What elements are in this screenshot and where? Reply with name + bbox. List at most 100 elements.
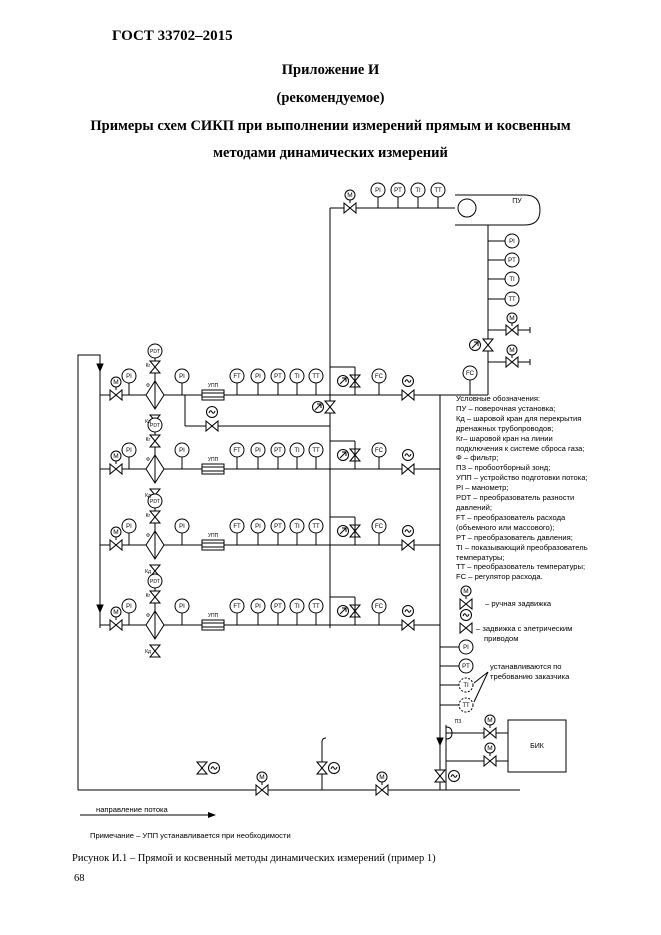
instrument-pt-icon	[270, 518, 286, 534]
instrument-pi-icon	[121, 598, 137, 614]
instrument-pi-icon	[250, 518, 266, 534]
figure-caption: Рисунок И.1 – Прямой и косвенный методы …	[72, 853, 436, 864]
valve-icon	[505, 323, 519, 337]
motor-label: M	[259, 774, 264, 781]
instrument-label: PI	[255, 604, 261, 610]
instrument-label: PT	[274, 604, 282, 610]
standard-number: ГОСТ 33702–2015	[112, 28, 233, 44]
valve-icon	[343, 201, 357, 215]
instrument-ti-icon	[289, 518, 305, 534]
valve-icon	[148, 590, 162, 604]
motor-label: M	[463, 588, 468, 595]
valve-icon	[401, 388, 415, 402]
pdt-label: PDT	[150, 349, 160, 355]
valve-icon	[401, 618, 415, 632]
instrument-fc-icon	[371, 368, 387, 384]
instrument-label: FT	[233, 604, 241, 610]
instrument-label: TT	[312, 604, 320, 610]
optional-note-2: требованию заказчика	[490, 672, 570, 681]
motor-label: M	[113, 609, 118, 616]
instrument-tt-icon	[504, 291, 520, 307]
instrument-tt-icon	[458, 697, 474, 713]
instrument-tt-icon	[308, 368, 324, 384]
motor-label: M	[347, 192, 352, 199]
instrument-label: FC	[375, 448, 384, 454]
flow-direction-label: направление потока	[96, 805, 168, 814]
legend-electric-valve-text-1: – задвижка с элетрическим	[476, 624, 573, 633]
instrument-label: PI	[179, 374, 185, 380]
motor-label: M	[487, 745, 492, 752]
legend: Условные обозначения: ПУ – поверочная ус…	[456, 394, 656, 582]
valve-icon	[483, 726, 497, 740]
phi-label: Ф	[146, 533, 150, 539]
kd-label: Кд	[145, 419, 151, 425]
motor-label: M	[113, 529, 118, 536]
regulator-mark-icon	[339, 527, 347, 535]
instrument-ti-icon	[504, 271, 520, 287]
instrument-label: FT	[233, 374, 241, 380]
upp-label: УПП	[208, 613, 219, 619]
valve-icon	[255, 783, 269, 797]
instrument-label: PT	[462, 664, 470, 670]
phi-label: Ф	[146, 383, 150, 389]
instrument-pt-icon	[504, 252, 520, 268]
motor-label: M	[113, 379, 118, 386]
upp-icon	[201, 389, 225, 401]
instrument-fc-icon	[371, 518, 387, 534]
instrument-label: PT	[274, 374, 282, 380]
legend-line: TT – преобразователь температуры;	[456, 562, 586, 572]
instrument-pi-icon	[174, 598, 190, 614]
pdt-label: PDT	[150, 579, 160, 585]
valve-icon	[401, 538, 415, 552]
tilde-icon	[404, 379, 412, 383]
valve-icon	[459, 597, 473, 611]
instrument-label: TT	[508, 297, 516, 303]
legend-line: PT – преобразователь давления;	[456, 532, 573, 542]
legend-line: ПЗ – пробоотборный зонд;	[456, 463, 551, 473]
legend-title: Условные обозначения:	[456, 394, 541, 403]
instrument-pi-icon	[174, 518, 190, 534]
appendix-status: (рекомендуемое)	[276, 90, 385, 106]
valve-icon	[148, 510, 162, 524]
upp-label: УПП	[208, 533, 219, 539]
instrument-label: PI	[179, 524, 185, 530]
upp-icon	[201, 619, 225, 631]
valve-icon	[195, 761, 209, 775]
valve-icon	[401, 462, 415, 476]
instrument-pi-icon	[121, 442, 137, 458]
instrument-ft-icon	[229, 368, 245, 384]
instrument-label: PI	[179, 448, 185, 454]
instrument-pi-icon	[458, 639, 474, 655]
instrument-label: TT	[462, 703, 470, 709]
legend-line: Кг– шаровой кран на линии	[456, 433, 553, 443]
legend-line: УПП – устройство подготовки потока;	[456, 473, 588, 483]
instrument-label: TI	[294, 604, 300, 610]
kd-label: Кд	[145, 493, 151, 499]
instrument-label: PI	[126, 448, 132, 454]
upp-label: УПП	[208, 457, 219, 463]
instrument-pt-icon	[390, 182, 406, 198]
phi-label: Ф	[146, 613, 150, 619]
tilde-icon	[404, 609, 412, 613]
legend-line: FT – преобразователь расхода	[456, 512, 566, 522]
instrument-label: PT	[274, 448, 282, 454]
instrument-tt-icon	[308, 518, 324, 534]
instrument-label: FT	[233, 448, 241, 454]
valve-icon	[148, 644, 162, 658]
probe-icon	[445, 726, 453, 740]
legend-line: дренажных трубопроводов;	[456, 423, 554, 433]
instrument-label: PT	[274, 524, 282, 530]
instrument-tt-icon	[430, 182, 446, 198]
upp-icon	[201, 539, 225, 551]
regulator-mark-icon	[471, 341, 479, 349]
instrument-label: PI	[126, 374, 132, 380]
valve-icon	[109, 618, 123, 632]
instrument-pi-icon	[250, 442, 266, 458]
valve-icon	[481, 338, 495, 352]
regulator-mark-icon	[339, 451, 347, 459]
valve-icon	[109, 538, 123, 552]
instrument-label: FC	[375, 374, 384, 380]
pu-label: ПУ	[512, 198, 522, 205]
instrument-pi-icon	[174, 368, 190, 384]
motor-label: M	[487, 717, 492, 724]
